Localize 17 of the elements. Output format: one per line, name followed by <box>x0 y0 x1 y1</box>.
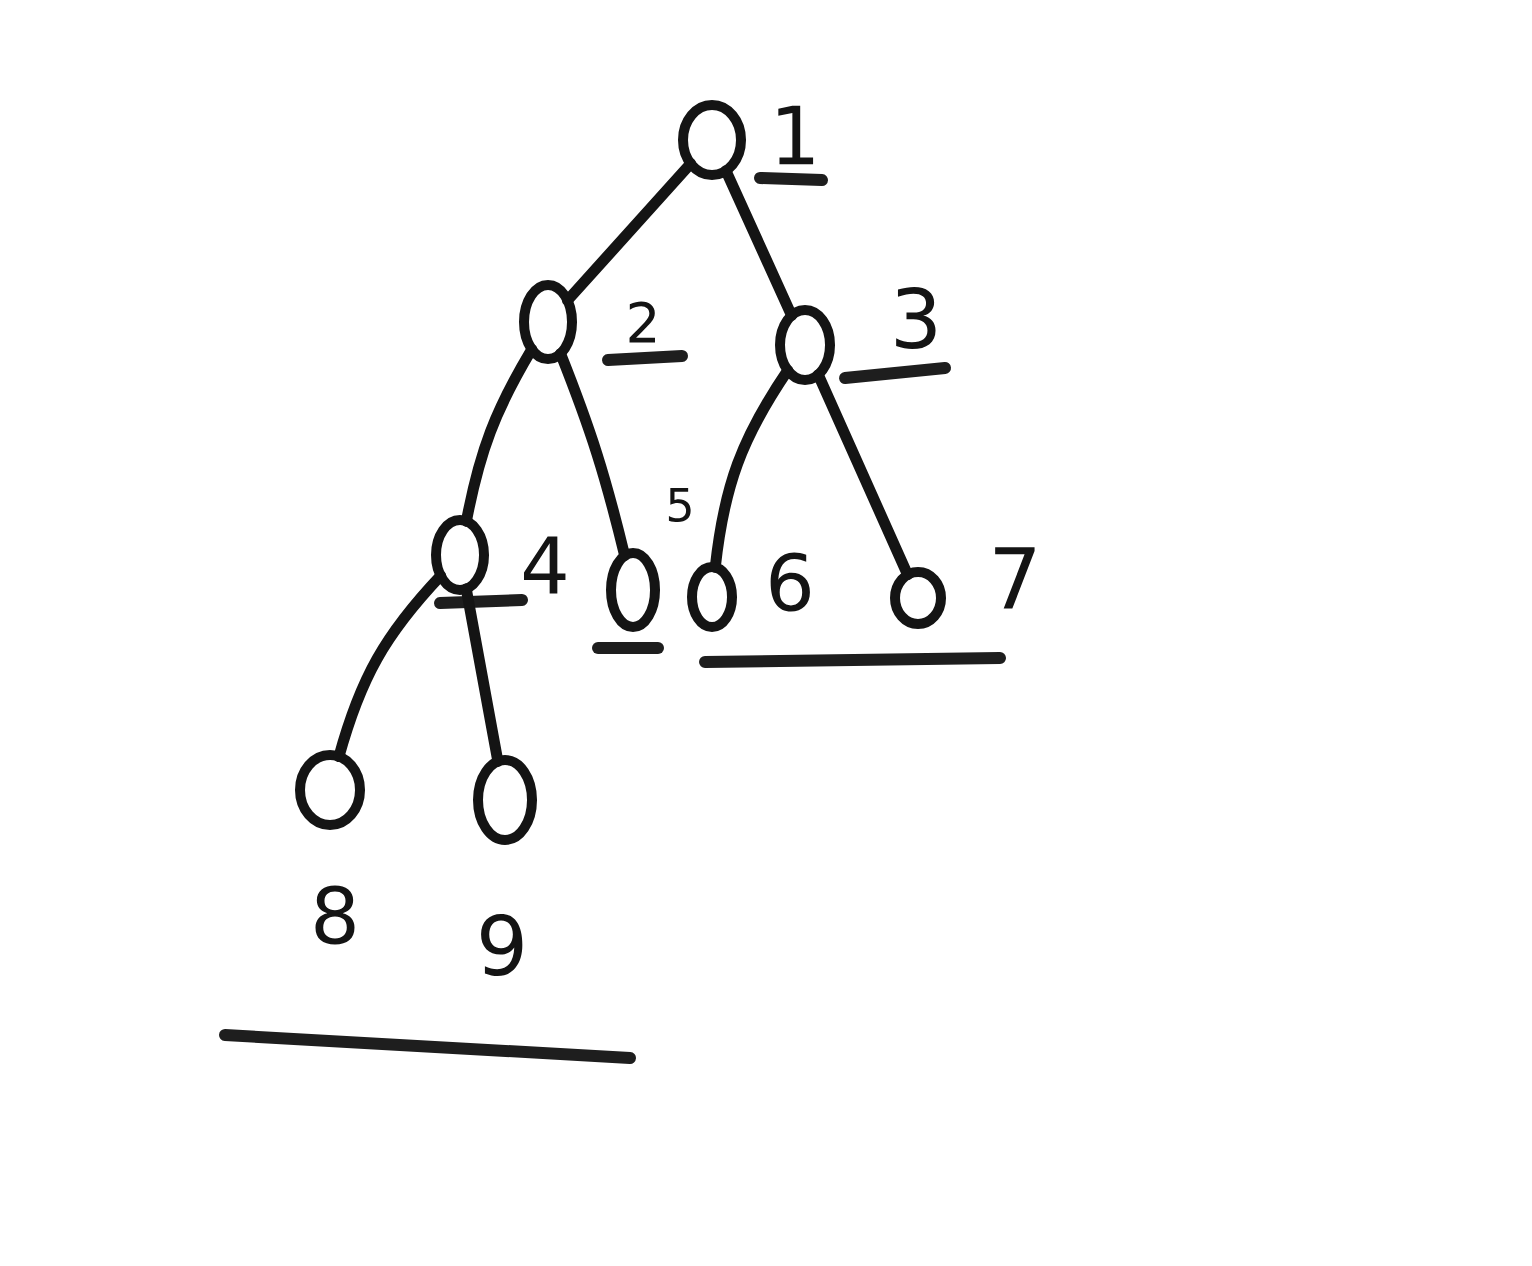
edge-line <box>460 343 538 527</box>
node-number: 5 <box>668 487 691 523</box>
node-number: 1 <box>778 105 814 165</box>
node-number: 9 <box>481 914 523 976</box>
edge-line <box>555 348 631 562</box>
edge-line <box>720 165 798 321</box>
edge-line <box>812 369 914 581</box>
node-number: 4 <box>524 536 566 594</box>
edge-line <box>709 364 794 573</box>
node-number: 3 <box>896 287 936 349</box>
edge-line <box>460 583 504 767</box>
edge-line <box>562 158 697 306</box>
node-number: 6 <box>770 552 810 612</box>
edge-line <box>333 570 447 763</box>
node-number: 2 <box>629 301 655 343</box>
node-number: 8 <box>315 885 355 945</box>
node-number: 7 <box>995 547 1035 609</box>
